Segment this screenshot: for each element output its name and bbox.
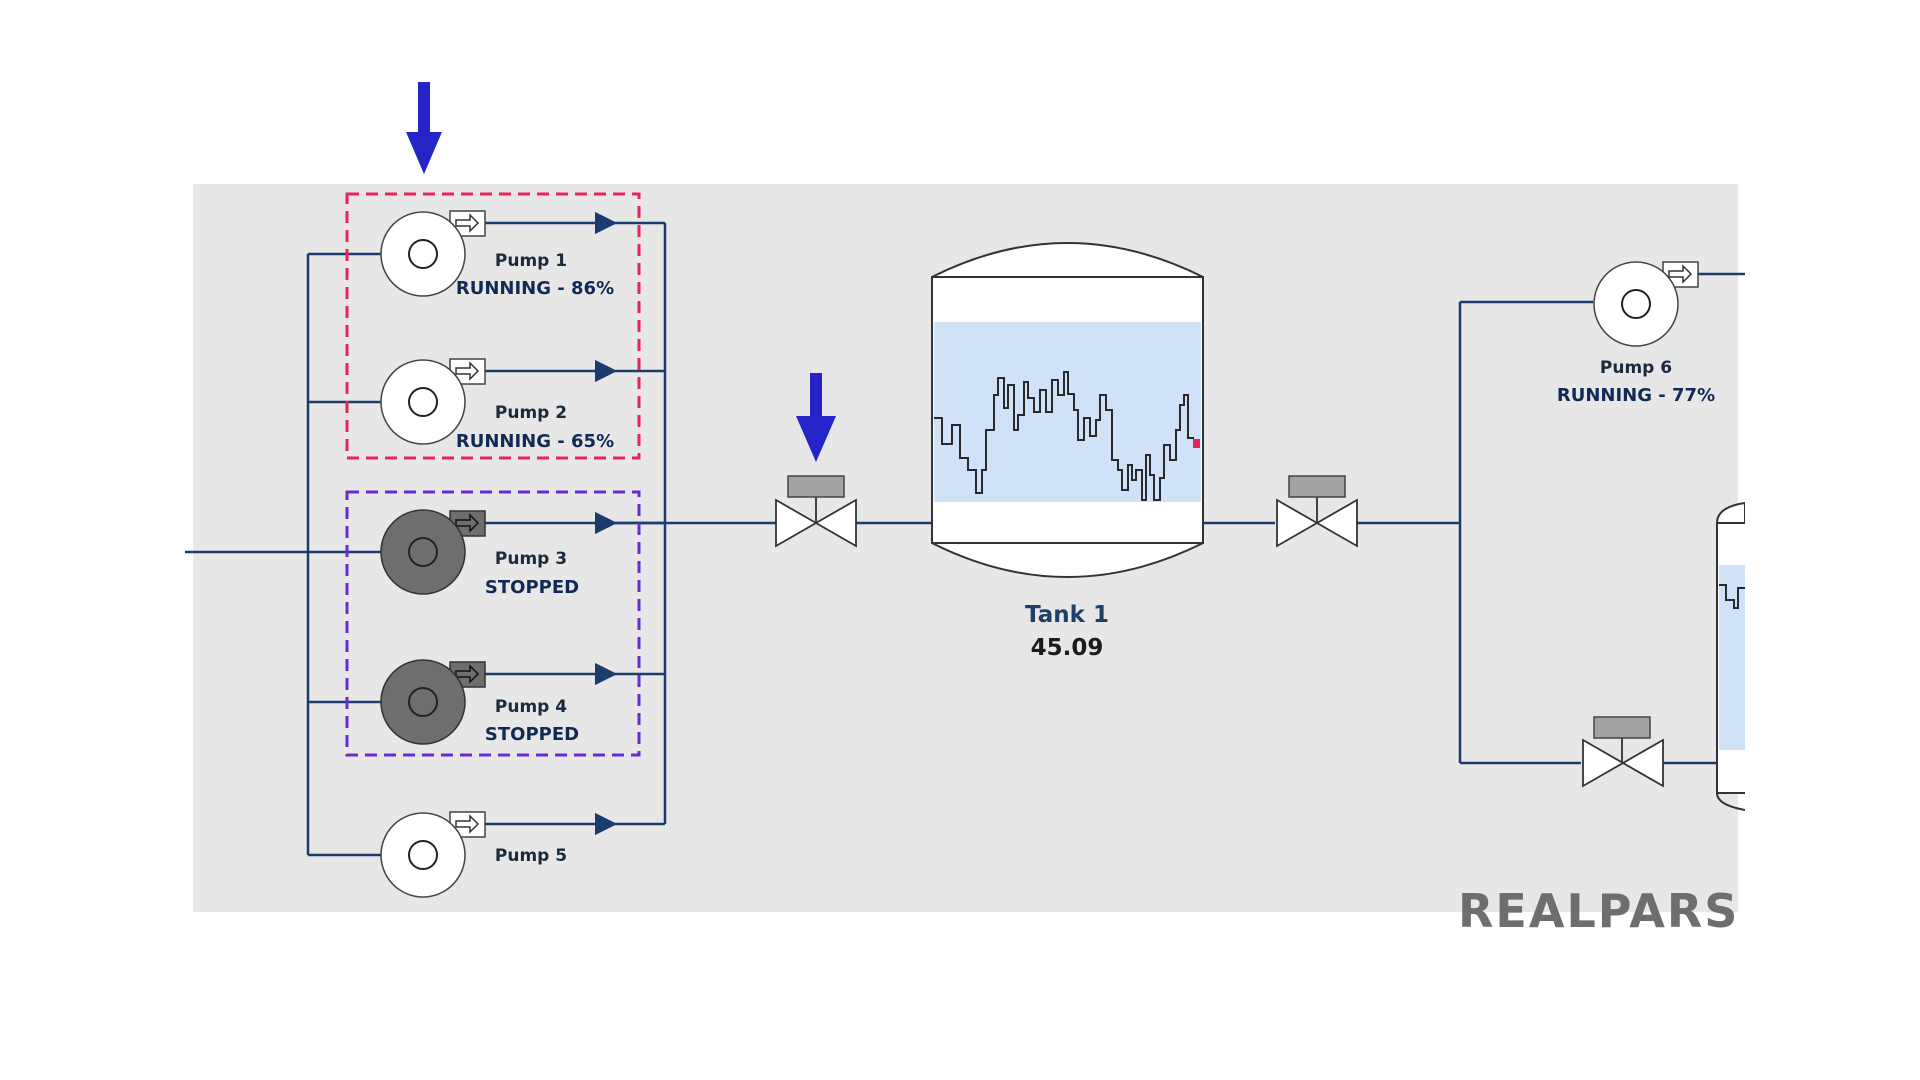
valve-callout-arrow-icon xyxy=(796,373,836,462)
pump-direction-arrow-icon xyxy=(455,361,480,381)
tank-top-head xyxy=(931,242,1204,278)
pump-5-label: Pump 5 xyxy=(495,846,567,866)
pump-3[interactable] xyxy=(380,509,486,595)
pump-3-status: STOPPED xyxy=(485,577,579,598)
pump-direction-arrow-icon xyxy=(455,814,480,834)
realpars-logo: REALPARS xyxy=(1458,884,1739,938)
tank-1-level-value: 45.09 xyxy=(1031,635,1104,661)
pump-5[interactable] xyxy=(380,811,486,898)
pump-2-status: RUNNING - 65% xyxy=(456,431,614,452)
pump-3-label: Pump 3 xyxy=(495,549,567,569)
tank-trend-area xyxy=(934,322,1201,502)
pump-direction-arrow-icon xyxy=(455,664,480,684)
valve-actuator-icon xyxy=(787,475,845,498)
pump-2[interactable] xyxy=(380,358,486,445)
tank-level-trend-line xyxy=(1719,584,1745,609)
trend-current-marker xyxy=(1193,439,1200,448)
inlet-valve[interactable] xyxy=(775,475,857,548)
pump-impeller-icon xyxy=(408,239,438,269)
tank-trend-area xyxy=(1719,565,1745,750)
tank-level-trend-line xyxy=(934,371,1194,501)
pump-6[interactable] xyxy=(1593,261,1699,347)
valve-body-icon xyxy=(775,498,857,548)
pump-6-label: Pump 6 xyxy=(1600,358,1672,378)
tank-bottom-head xyxy=(931,542,1204,578)
secondary-valve[interactable] xyxy=(1582,716,1664,788)
valve-body-icon xyxy=(1276,498,1358,548)
tank-top-head xyxy=(1715,501,1745,524)
pump-4[interactable] xyxy=(380,659,486,745)
pump-impeller-icon xyxy=(408,687,438,717)
tank-1-label: Tank 1 xyxy=(1025,602,1109,628)
pump-direction-arrow-icon xyxy=(455,213,480,233)
pump-1[interactable] xyxy=(380,210,486,297)
outlet-valve[interactable] xyxy=(1276,475,1358,548)
pump-impeller-icon xyxy=(1621,289,1651,319)
running-pumps-group xyxy=(345,192,641,460)
valve-actuator-icon xyxy=(1288,475,1346,498)
pump-direction-arrow-icon xyxy=(455,513,480,533)
pump-group-callout-arrow-icon xyxy=(406,82,442,174)
stopped-pumps-group xyxy=(345,490,641,757)
valve-body-icon xyxy=(1582,738,1664,788)
pump-4-label: Pump 4 xyxy=(495,697,567,717)
pump-4-status: STOPPED xyxy=(485,724,579,745)
pump-1-status: RUNNING - 86% xyxy=(456,278,614,299)
tank-1[interactable] xyxy=(931,242,1204,578)
pump-direction-arrow-icon xyxy=(1668,264,1693,284)
piping xyxy=(185,211,1745,857)
pump-2-label: Pump 2 xyxy=(495,403,567,423)
valve-actuator-icon xyxy=(1593,716,1651,739)
pump-impeller-icon xyxy=(408,387,438,417)
tank-2-partial xyxy=(1715,501,1745,811)
pump-1-label: Pump 1 xyxy=(495,251,567,271)
pump-impeller-icon xyxy=(408,840,438,870)
tank-bottom-head xyxy=(1716,792,1745,811)
pump-impeller-icon xyxy=(408,537,438,567)
pump-6-status: RUNNING - 77% xyxy=(1557,385,1715,406)
